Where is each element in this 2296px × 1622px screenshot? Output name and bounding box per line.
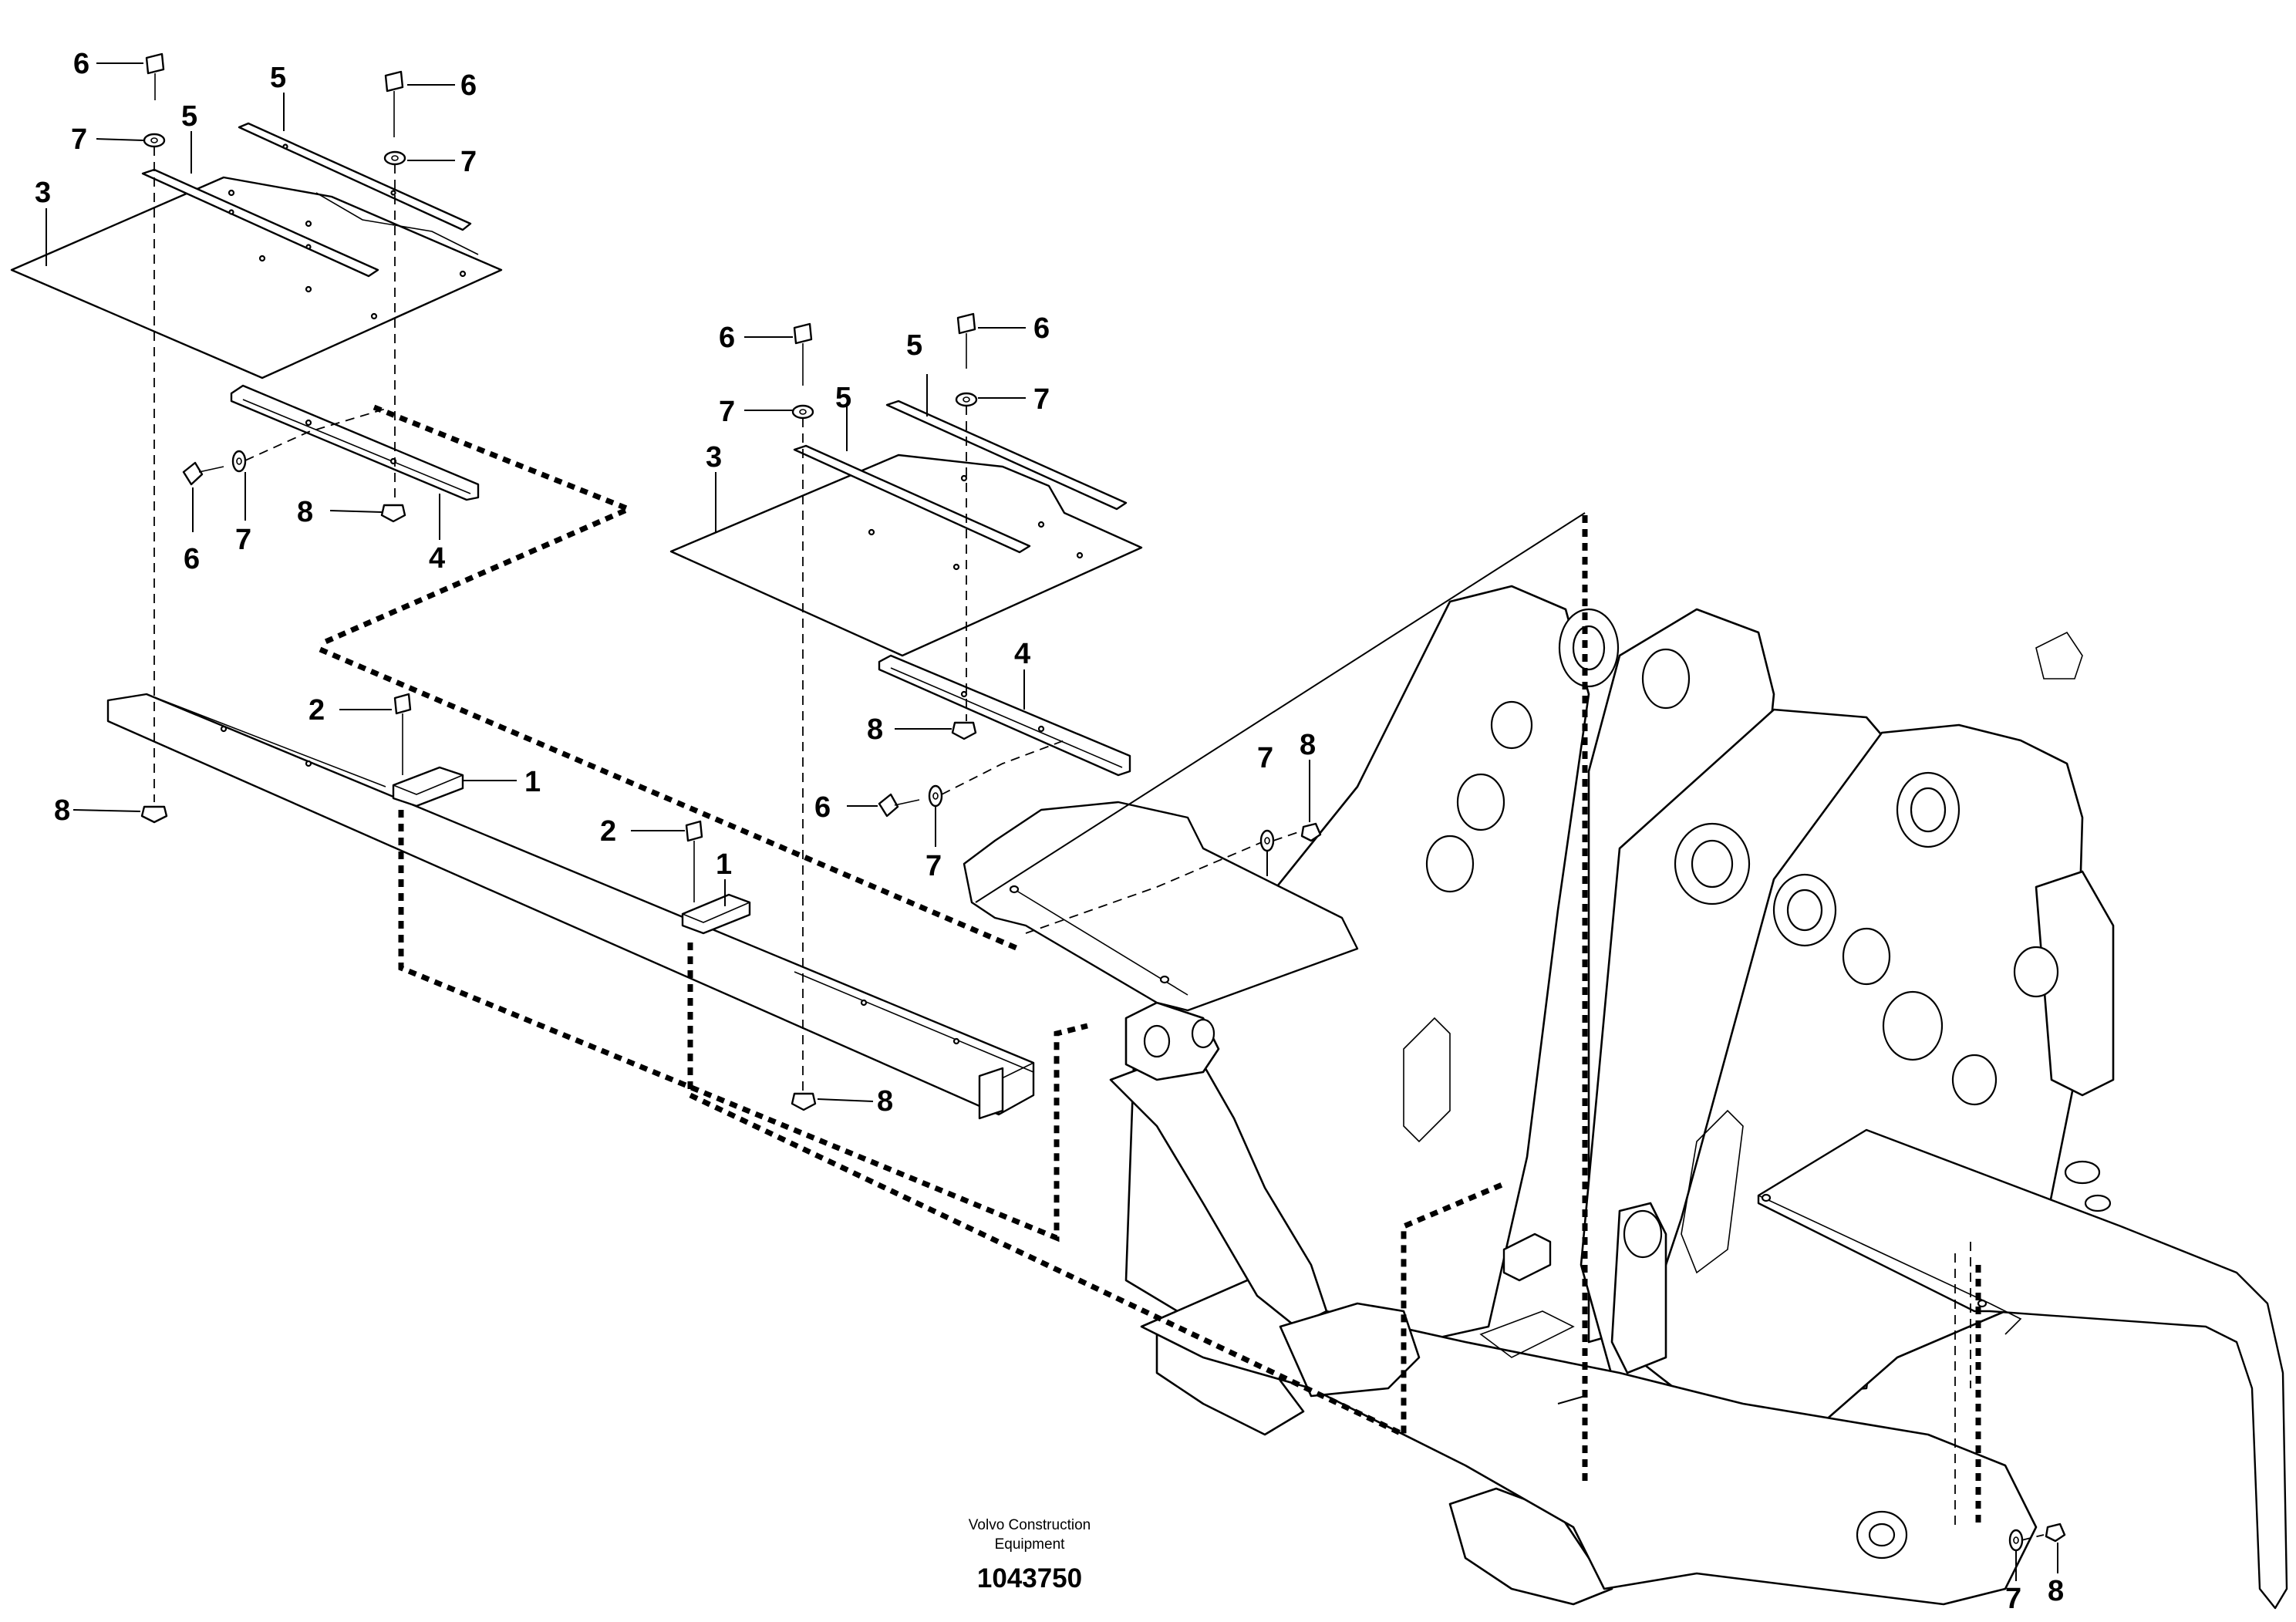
callouts: 6 7 5 5 3 6 7 6 7 8 4 2 1 8 6 7 5 5 3 6 … xyxy=(35,48,2064,1615)
callout: 3 xyxy=(35,177,51,209)
callout: 5 xyxy=(270,62,286,94)
callout: 6 xyxy=(719,322,735,354)
callout: 5 xyxy=(906,329,922,362)
group-outlines xyxy=(319,404,1981,1523)
callout: 7 xyxy=(460,146,477,178)
callout: 7 xyxy=(1033,383,1050,416)
right-step-guard xyxy=(1757,1128,2288,1610)
callout: 8 xyxy=(2048,1575,2064,1607)
left-strip-upper xyxy=(238,122,472,231)
callout: 7 xyxy=(71,123,87,156)
fasteners xyxy=(140,52,2066,1552)
callout: 5 xyxy=(835,382,851,414)
callout: 2 xyxy=(308,694,325,727)
callout: 2 xyxy=(600,815,616,848)
callout: 1 xyxy=(524,766,541,798)
left-step-guard xyxy=(963,801,1359,1012)
callout: 7 xyxy=(2005,1583,2021,1615)
middle-cover-plate xyxy=(669,454,1143,657)
left-support-bracket xyxy=(230,384,480,501)
middle-strip-upper xyxy=(885,400,1128,511)
callout: 4 xyxy=(1014,638,1030,670)
manufacturer-line-2: Equipment xyxy=(995,1536,1066,1553)
callout: 7 xyxy=(235,524,251,556)
callout: 6 xyxy=(73,48,89,80)
leader-lines xyxy=(46,62,2058,1581)
callout: 6 xyxy=(814,791,831,824)
callout: 8 xyxy=(297,496,313,528)
middle-support-bracket xyxy=(878,654,1131,777)
callout: 8 xyxy=(54,794,70,827)
callout: 8 xyxy=(877,1085,893,1118)
callout: 4 xyxy=(429,542,445,575)
alignment-lines xyxy=(153,147,2045,1541)
callout: 6 xyxy=(460,69,477,102)
drawing-number: 1043750 xyxy=(977,1563,1082,1593)
callout: 5 xyxy=(181,100,197,133)
callout: 1 xyxy=(716,848,732,881)
callout: 3 xyxy=(706,441,722,474)
callout: 6 xyxy=(1033,312,1050,345)
callout: 8 xyxy=(867,713,883,746)
loader-frame xyxy=(1109,585,2115,1606)
manufacturer-line-1: Volvo Construction xyxy=(969,1517,1091,1533)
callout: 7 xyxy=(925,850,942,882)
callout: 6 xyxy=(184,543,200,575)
clip-left xyxy=(392,766,464,808)
left-strip-lower xyxy=(141,168,379,278)
callout: 7 xyxy=(719,396,735,428)
drawing-caption: Volvo Construction Equipment 1043750 xyxy=(969,1517,1091,1593)
clip-middle xyxy=(681,893,751,935)
callout: 7 xyxy=(1257,742,1273,774)
left-side-rail xyxy=(106,693,1035,1120)
callout: 8 xyxy=(1300,729,1316,761)
middle-strip-lower xyxy=(793,444,1031,554)
